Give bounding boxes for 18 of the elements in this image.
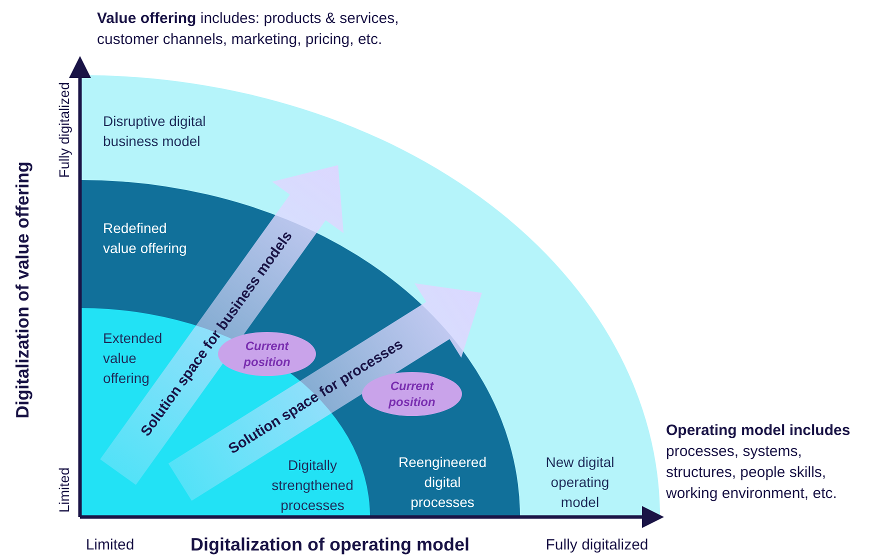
block-arrow	[100, 165, 344, 485]
axis-tick-label: Limited	[56, 467, 72, 513]
note: Value offering includes: products & services, customer channels, marketing, pricing, etc.	[97, 9, 400, 50]
axis-tick-label: Fully digitalized	[546, 536, 648, 554]
block-arrow	[168, 283, 482, 501]
axis-title: Digitalization of value offering	[12, 162, 34, 418]
zone-label: Extended value offering	[103, 329, 164, 387]
position-ellipse	[218, 332, 316, 376]
zone-label: Digitally strengthened processes	[270, 456, 354, 515]
axis-title: Digitalization of operating model	[190, 534, 470, 556]
position-label: Current position	[242, 338, 292, 371]
zone-label: Disruptive digital business model	[103, 112, 207, 151]
axis-tick-label: Limited	[86, 536, 134, 554]
zone-label: Reengineered digital processes	[398, 453, 488, 512]
note: Operating model includes processes, systems, structures, people skills, working environment, etc.	[666, 421, 852, 504]
axis-tick-label: Fully digitalized	[56, 82, 72, 178]
zone-label: Redefined value offering	[103, 219, 188, 258]
zone-label: New digital operating model	[544, 453, 616, 512]
